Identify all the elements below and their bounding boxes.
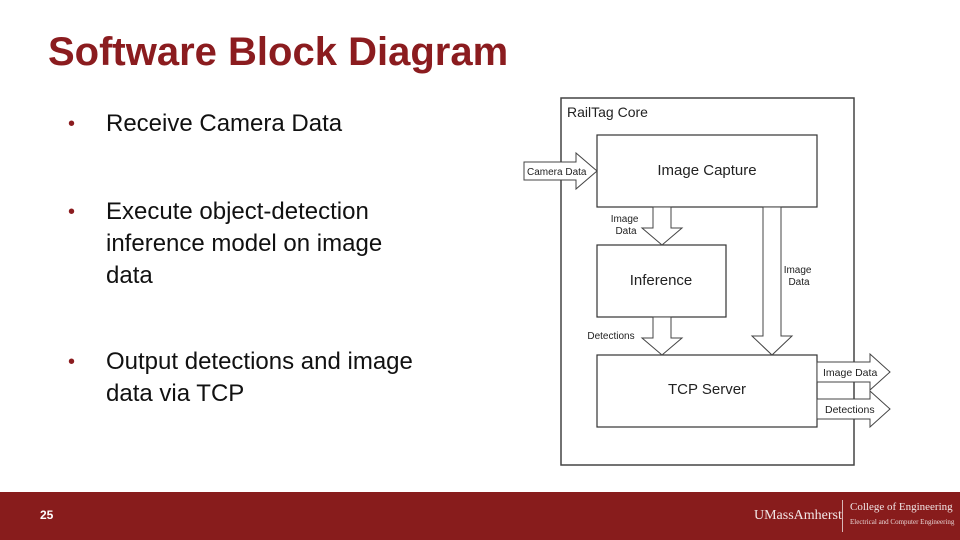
image-capture-block [596,134,818,208]
umass-logo-text: UMassAmherst [754,508,842,523]
bullet-marker: • [68,351,76,373]
bullet-text: Receive Camera Data [106,108,466,140]
image-data-output-label: Image Data [823,367,877,379]
college-name: College of Engineering [850,501,953,513]
page-number: 25 [40,508,54,522]
capture-to-server-label: Image Data [784,265,815,288]
inference-to-server-arrow [640,316,684,356]
capture-to-inference-label-line: Data [615,226,637,237]
bullet-text: Execute object-detection inference model… [106,196,466,292]
logo-divider [842,500,843,532]
bullet-line: Receive Camera Data [106,110,343,137]
footer-bar: 25 UMassAmherst College of Engineering E… [0,492,960,540]
detections-output-label: Detections [825,404,875,416]
camera-data-label: Camera Data [527,167,587,178]
capture-to-inference-arrow [640,206,684,246]
capture-to-inference-label: Image Data [611,214,642,237]
capture-to-server-arrow [750,206,794,356]
image-capture-label: Image Capture [657,162,756,179]
capture-to-server-label-line: Data [788,277,810,288]
detections-output-arrow [816,389,891,429]
bullet-line: Execute object-detection [106,198,369,225]
inference-block [596,244,727,318]
inference-label: Inference [630,272,693,289]
bullet-line: Output detections and image [106,348,413,375]
bullet-marker: • [68,113,76,135]
detections-internal-label: Detections [587,331,634,342]
bullet-text: Output detections and image data via TCP [106,346,466,410]
slide-title: Software Block Diagram [48,30,509,74]
image-data-output-arrow [816,352,891,392]
tcp-server-label: TCP Server [668,381,746,398]
bullet-line: data via TCP [106,380,245,407]
software-block-diagram: RailTag Core Image Capture Inference TCP… [523,97,891,466]
capture-to-server-label-line: Image [784,265,812,276]
bullet-line: data [106,262,153,289]
capture-to-inference-label-line: Image [611,214,639,225]
bullet-marker: • [68,201,76,223]
camera-data-input-arrow [523,151,598,191]
department-name: Electrical and Computer Engineering [850,518,955,526]
bullet-line: inference model on image [106,230,383,257]
container-label: RailTag Core [567,104,648,120]
tcp-server-block [596,354,818,428]
